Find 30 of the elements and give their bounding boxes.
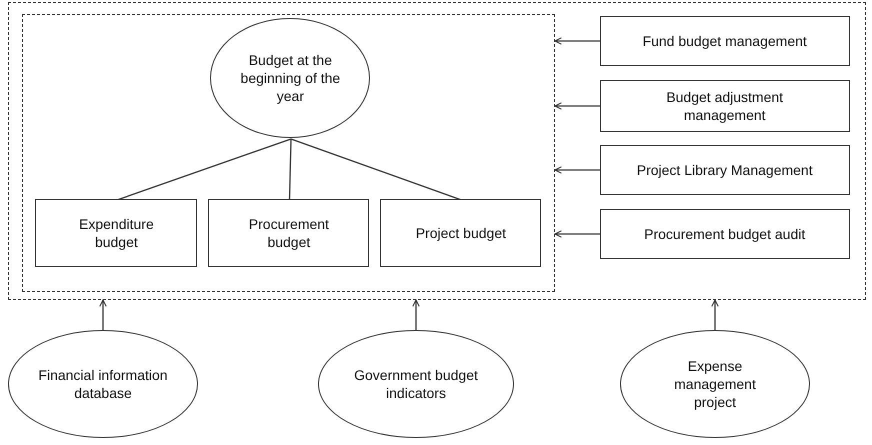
process-box <box>600 16 850 66</box>
process-box <box>600 208 850 259</box>
arrow <box>412 299 420 330</box>
node-label: Procurement budget audit <box>644 224 806 243</box>
node-label: Procurement budget <box>248 215 330 252</box>
node-label: Project budget <box>416 224 506 242</box>
node-label: Expense management project <box>673 356 757 412</box>
connector-line <box>290 138 462 201</box>
process-box <box>208 199 370 268</box>
connector-line <box>288 138 292 200</box>
dashed-group-box <box>8 2 866 300</box>
arrow <box>99 299 107 330</box>
node-label: Fund budget management <box>642 32 807 50</box>
process-box <box>600 80 850 132</box>
arrow <box>554 102 600 110</box>
process-box <box>380 199 542 268</box>
process-box <box>600 144 850 195</box>
connector-line <box>116 138 292 201</box>
node-label: Budget adjustment management <box>665 88 784 124</box>
node-label: Government budget indicators <box>353 366 479 402</box>
dashed-group-box <box>22 14 555 292</box>
arrow <box>711 299 719 330</box>
node-label: Budget at the beginning of the year <box>240 51 342 106</box>
arrow <box>554 166 600 174</box>
process-box <box>35 199 198 268</box>
arrow <box>554 37 600 45</box>
node-label: Financial information database <box>38 366 168 402</box>
node-label: Project Library Management <box>636 160 813 179</box>
arrow <box>554 230 600 238</box>
node-label: Expenditure budget <box>78 215 155 252</box>
